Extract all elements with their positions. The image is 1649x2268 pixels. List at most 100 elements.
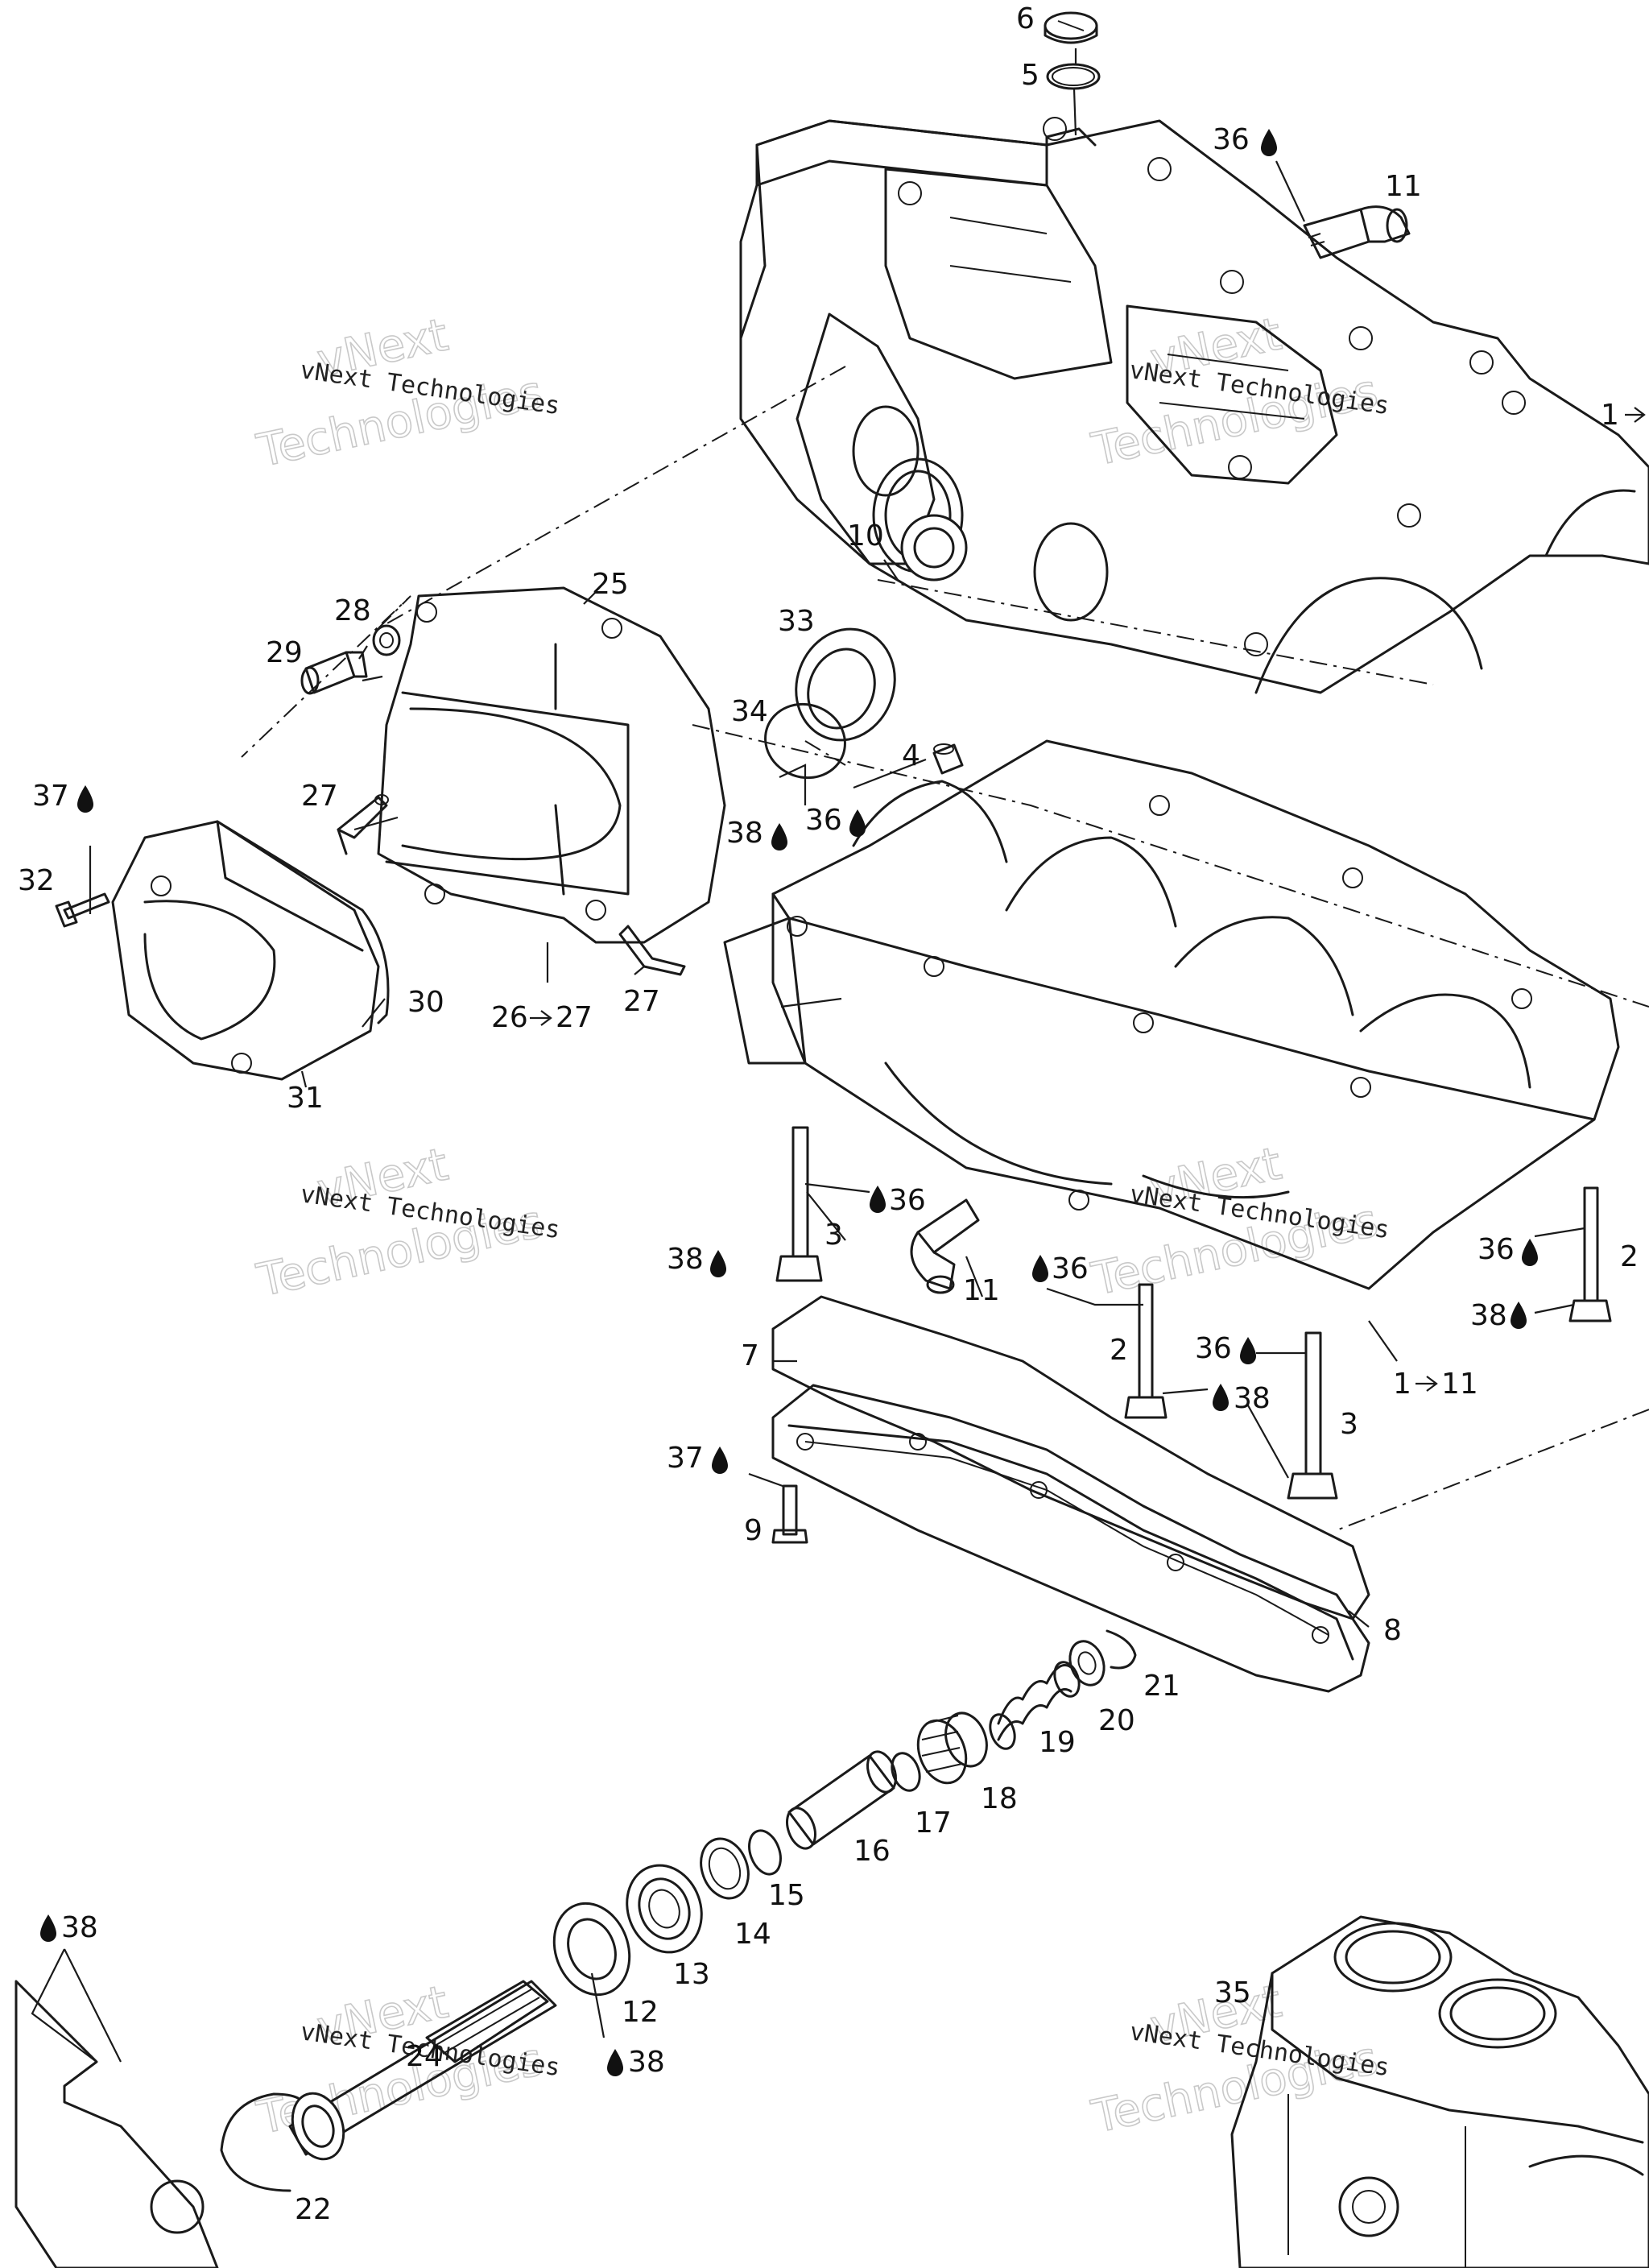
callout-27: 27	[301, 780, 338, 813]
part-23-plate	[14, 1980, 219, 2268]
oil-drop-icon	[1032, 1255, 1048, 1282]
part-31-housing	[111, 820, 380, 1081]
oil-drop-icon	[1213, 1384, 1229, 1411]
oil-drop-icon	[1511, 1302, 1527, 1329]
callout-38: 38	[1234, 1382, 1271, 1415]
callout-6: 6	[1016, 2, 1035, 35]
callout-26: 26	[491, 1001, 528, 1034]
callout-36: 36	[805, 804, 842, 837]
callout-15: 15	[768, 1879, 805, 1912]
part-7-gasket	[771, 1295, 1370, 1620]
leader-lines	[31, 48, 1585, 2063]
part-16-sleeve	[786, 1750, 897, 1850]
part-11-elbow-fitting-top	[1303, 205, 1411, 259]
callout-1: 1	[1393, 1368, 1411, 1401]
part-6-plug-cap	[1044, 11, 1098, 44]
oil-drop-icon	[1240, 1337, 1256, 1364]
callout-22: 22	[295, 2193, 332, 2226]
oil-drop-icon	[710, 1250, 726, 1277]
callout-27: 27	[556, 1001, 593, 1034]
callout-20: 20	[1098, 1704, 1135, 1737]
part-28-washer	[372, 624, 401, 656]
part-12-seal	[552, 1902, 631, 1997]
callout-14: 14	[734, 1918, 771, 1951]
callout-35: 35	[1214, 1976, 1251, 2009]
callout-37: 37	[667, 1442, 704, 1475]
oil-drop-icon	[40, 1914, 56, 1942]
part-24-shaft	[288, 1980, 557, 2161]
part-10-seal	[900, 514, 968, 581]
callout-38: 38	[61, 1911, 98, 1944]
part-30-gasket	[216, 820, 390, 1024]
callout-10: 10	[847, 519, 884, 553]
callout-33: 33	[778, 605, 815, 638]
callout-8: 8	[1383, 1614, 1402, 1647]
part-2-bolt-middle	[1124, 1283, 1168, 1419]
callout-11: 11	[1441, 1368, 1478, 1401]
callout-13: 13	[673, 1958, 710, 1991]
callout-38: 38	[628, 2046, 665, 2079]
part-2-bolt-right	[1568, 1186, 1612, 1322]
part-33-seal	[795, 627, 896, 742]
callout-34: 34	[731, 695, 768, 728]
watermark-top-left: vNext Technologies vNext Technologies	[252, 308, 562, 478]
upper-crankcase	[739, 117, 1649, 694]
callout-11: 11	[963, 1274, 1000, 1307]
watermark-mid-left: vNext Technologies vNext Technologies	[252, 1138, 562, 1308]
watermark-top-right: vNext Technologies vNext Technologies	[1087, 308, 1391, 478]
part-32-bolt	[55, 892, 110, 928]
callout-36: 36	[1213, 123, 1250, 156]
part-3-bolt-right	[1287, 1331, 1338, 1500]
part-9-bolt	[771, 1484, 808, 1544]
lower-crankcase	[723, 739, 1620, 1290]
callout-7: 7	[741, 1339, 759, 1372]
part-34-o-ring	[764, 702, 846, 780]
callout-36: 36	[1477, 1233, 1515, 1266]
callout-38: 38	[1470, 1299, 1507, 1332]
part-17-washer	[891, 1752, 921, 1792]
callout-36: 36	[1195, 1332, 1232, 1365]
callout-21: 21	[1143, 1670, 1180, 1703]
callout-4: 4	[902, 739, 920, 772]
callout-25: 25	[592, 568, 629, 601]
part-18-gear	[916, 1711, 988, 1785]
oil-drop-icon	[849, 809, 866, 837]
callout-9: 9	[744, 1514, 763, 1547]
part-13-bearing	[626, 1864, 703, 1954]
callout-28: 28	[334, 594, 371, 627]
callout-16: 16	[853, 1835, 891, 1868]
callout-36: 36	[889, 1184, 926, 1217]
part-3-bolt-left	[775, 1126, 823, 1282]
callout-1: 1	[1601, 399, 1619, 432]
oil-drop-icon	[870, 1186, 886, 1213]
callout-36: 36	[1052, 1252, 1089, 1285]
part-21-circlip	[1106, 1629, 1137, 1670]
callout-17: 17	[915, 1807, 952, 1840]
callout-19: 19	[1039, 1726, 1076, 1759]
callout-3: 3	[824, 1219, 843, 1252]
part-27-fitting-right	[618, 925, 686, 976]
arrow-icon	[1625, 407, 1646, 423]
part-22-circlip	[220, 2092, 300, 2192]
callouts: 6 5 36 11 1 10 25 28 29 33 34 4 37 27 38…	[18, 2, 1646, 2226]
callout-5: 5	[1021, 59, 1039, 92]
callout-31: 31	[287, 1082, 324, 1115]
callout-37: 37	[32, 780, 69, 813]
callout-29: 29	[266, 636, 303, 669]
callout-12: 12	[622, 1996, 659, 2029]
part-11-elbow-fitting-middle	[910, 1198, 980, 1294]
part-25-end-cover	[377, 586, 726, 944]
callout-2: 2	[1620, 1240, 1639, 1273]
callout-27: 27	[623, 985, 660, 1018]
arrow-icon	[530, 1010, 552, 1026]
callout-38: 38	[667, 1243, 704, 1276]
part-19-spring	[989, 1661, 1081, 1750]
part-29-bolt	[300, 651, 368, 695]
part-20-washer	[1068, 1640, 1106, 1687]
part-35-engine-assembly	[1230, 1915, 1649, 2268]
oil-drop-icon	[771, 823, 787, 850]
oil-drop-icon	[712, 1446, 728, 1474]
part-14-washer	[700, 1837, 750, 1900]
callout-24: 24	[406, 2040, 443, 2073]
